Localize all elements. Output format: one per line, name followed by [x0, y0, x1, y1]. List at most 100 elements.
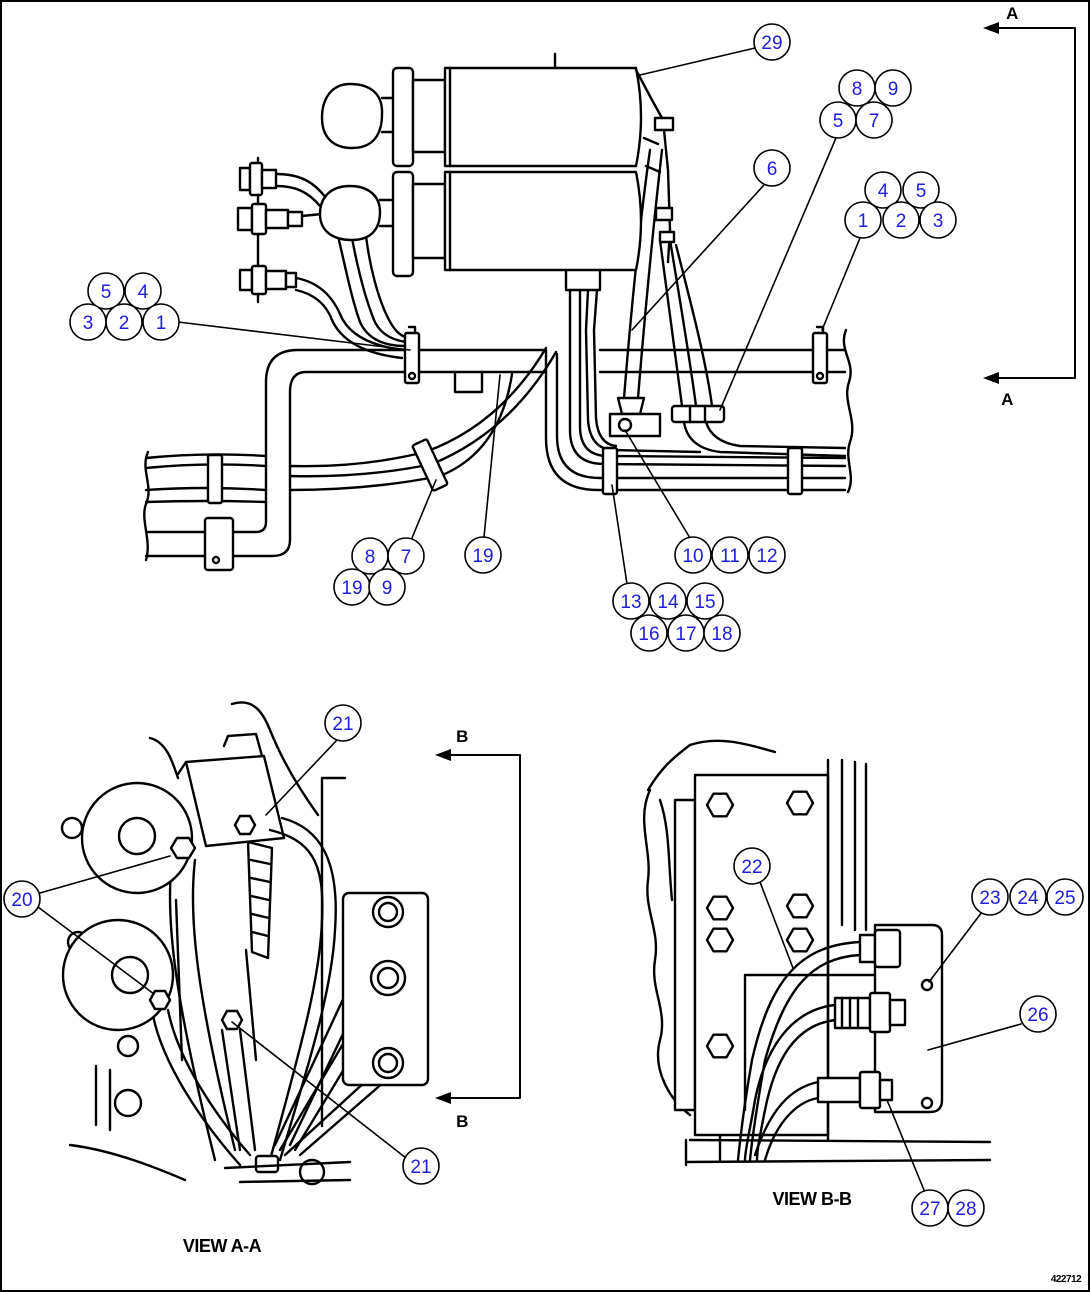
callout-7-lower: 7 [387, 537, 425, 575]
rail-clamp-center [601, 446, 619, 496]
callout-28: 28 [947, 1189, 985, 1227]
section-label-b-bottom: B [456, 1112, 468, 1131]
leader-21-bottom [231, 1021, 407, 1159]
left-frame-rail [143, 450, 268, 562]
callout-21-top: 21 [324, 704, 362, 742]
upper-canister [320, 52, 643, 168]
view-a-a-drawing [60, 701, 430, 1186]
callout-19-group: 19 [333, 568, 371, 606]
callout-6: 6 [753, 149, 791, 187]
callout-26: 26 [1019, 995, 1057, 1033]
leader-19 [483, 374, 501, 538]
rail-clamp-left [206, 453, 224, 505]
callout-3-right: 3 [919, 201, 957, 239]
leader-22 [759, 881, 794, 969]
callout-4-left: 4 [124, 272, 162, 310]
tube-mount-plate [203, 516, 235, 572]
svg-text:17: 17 [675, 624, 696, 645]
svg-text:2: 2 [119, 313, 130, 334]
svg-text:10: 10 [682, 546, 703, 567]
svg-text:2: 2 [896, 211, 907, 232]
section-label-b-top: B [456, 727, 468, 746]
terminal-nuts [148, 814, 274, 1031]
svg-text:19: 19 [472, 546, 493, 567]
right-hose-bundle [544, 266, 854, 494]
callout-16: 16 [630, 614, 668, 652]
leader-1-right [821, 237, 861, 331]
view-b-b-drawing [642, 739, 992, 1167]
leader-20-lower [37, 906, 155, 995]
view-b-b-callouts: 22 23 24 25 26 27 28 [733, 847, 1084, 1227]
callout-7-upper: 7 [855, 101, 893, 139]
callout-8-upper: 8 [838, 69, 876, 107]
svg-text:23: 23 [979, 888, 1000, 909]
view-a-a-title: VIEW A-A [183, 1236, 262, 1256]
canister-mount-bracket [634, 68, 676, 264]
callout-24: 24 [1009, 878, 1047, 916]
svg-text:22: 22 [741, 857, 762, 878]
svg-text:8: 8 [852, 79, 863, 100]
svg-text:4: 4 [878, 181, 889, 202]
view-b-b-leader-lines [759, 881, 1022, 1191]
view-b-b-title: VIEW B-B [773, 1189, 852, 1209]
frame-rails [826, 758, 868, 1142]
svg-text:27: 27 [919, 1199, 940, 1220]
rail-clamp-right [786, 446, 804, 496]
svg-text:24: 24 [1017, 888, 1039, 909]
leader-23 [928, 911, 983, 983]
drawing-number: 422712 [1051, 1274, 1082, 1285]
horizontal-tube [144, 348, 847, 558]
lower-solenoid [61, 918, 175, 1058]
svg-text:18: 18 [711, 624, 732, 645]
mounting-plate [693, 773, 877, 1137]
svg-text:1: 1 [156, 313, 167, 334]
callout-22: 22 [733, 847, 771, 885]
callout-12: 12 [748, 536, 786, 574]
svg-text:9: 9 [382, 578, 393, 599]
svg-text:19: 19 [341, 578, 362, 599]
callout-23: 23 [971, 878, 1009, 916]
view-a-a-leader-lines [37, 739, 407, 1159]
tube-clamp-left [403, 325, 421, 385]
svg-text:21: 21 [410, 1157, 431, 1178]
view-a-a-lower-frame [68, 1064, 352, 1186]
main-callouts: 29 8 9 5 7 6 4 5 1 2 3 5 4 3 2 1 8 7 19 … [69, 23, 957, 652]
leader-26 [927, 1023, 1022, 1051]
callout-25: 25 [1046, 878, 1084, 916]
hose-clamp-upper [670, 404, 726, 424]
leader-1-left [177, 321, 411, 351]
svg-text:9: 9 [888, 79, 899, 100]
callout-19: 19 [464, 536, 502, 574]
svg-text:14: 14 [657, 592, 679, 613]
leader-6 [631, 184, 765, 331]
svg-text:5: 5 [833, 111, 844, 132]
lower-canister [318, 170, 643, 278]
callout-2-left: 2 [105, 303, 143, 341]
leader-8-9-5-7 [719, 137, 837, 411]
upper-solenoid [60, 781, 194, 895]
bulkhead-connectors [236, 156, 304, 304]
leader-7-lower [411, 479, 437, 539]
svg-text:26: 26 [1027, 1005, 1048, 1026]
svg-text:12: 12 [756, 546, 777, 567]
svg-text:4: 4 [138, 282, 149, 303]
callout-3-left: 3 [69, 303, 107, 341]
section-arrow-b: B B [435, 727, 521, 1131]
section-label-a-top: A [1006, 4, 1018, 23]
leader-13 [611, 484, 628, 585]
fitting-bracket [608, 396, 662, 438]
svg-text:25: 25 [1054, 888, 1075, 909]
callout-5-upper: 5 [819, 101, 857, 139]
svg-text:15: 15 [694, 592, 715, 613]
left-connector-hoses [274, 172, 410, 360]
svg-text:7: 7 [401, 547, 412, 568]
callout-27: 27 [911, 1189, 949, 1227]
starter-body [174, 732, 286, 1062]
tube-clamp-right [811, 325, 829, 385]
callout-15: 15 [686, 582, 724, 620]
main-leader-lines [177, 47, 861, 585]
leader-29 [639, 47, 756, 76]
svg-text:28: 28 [955, 1199, 976, 1220]
